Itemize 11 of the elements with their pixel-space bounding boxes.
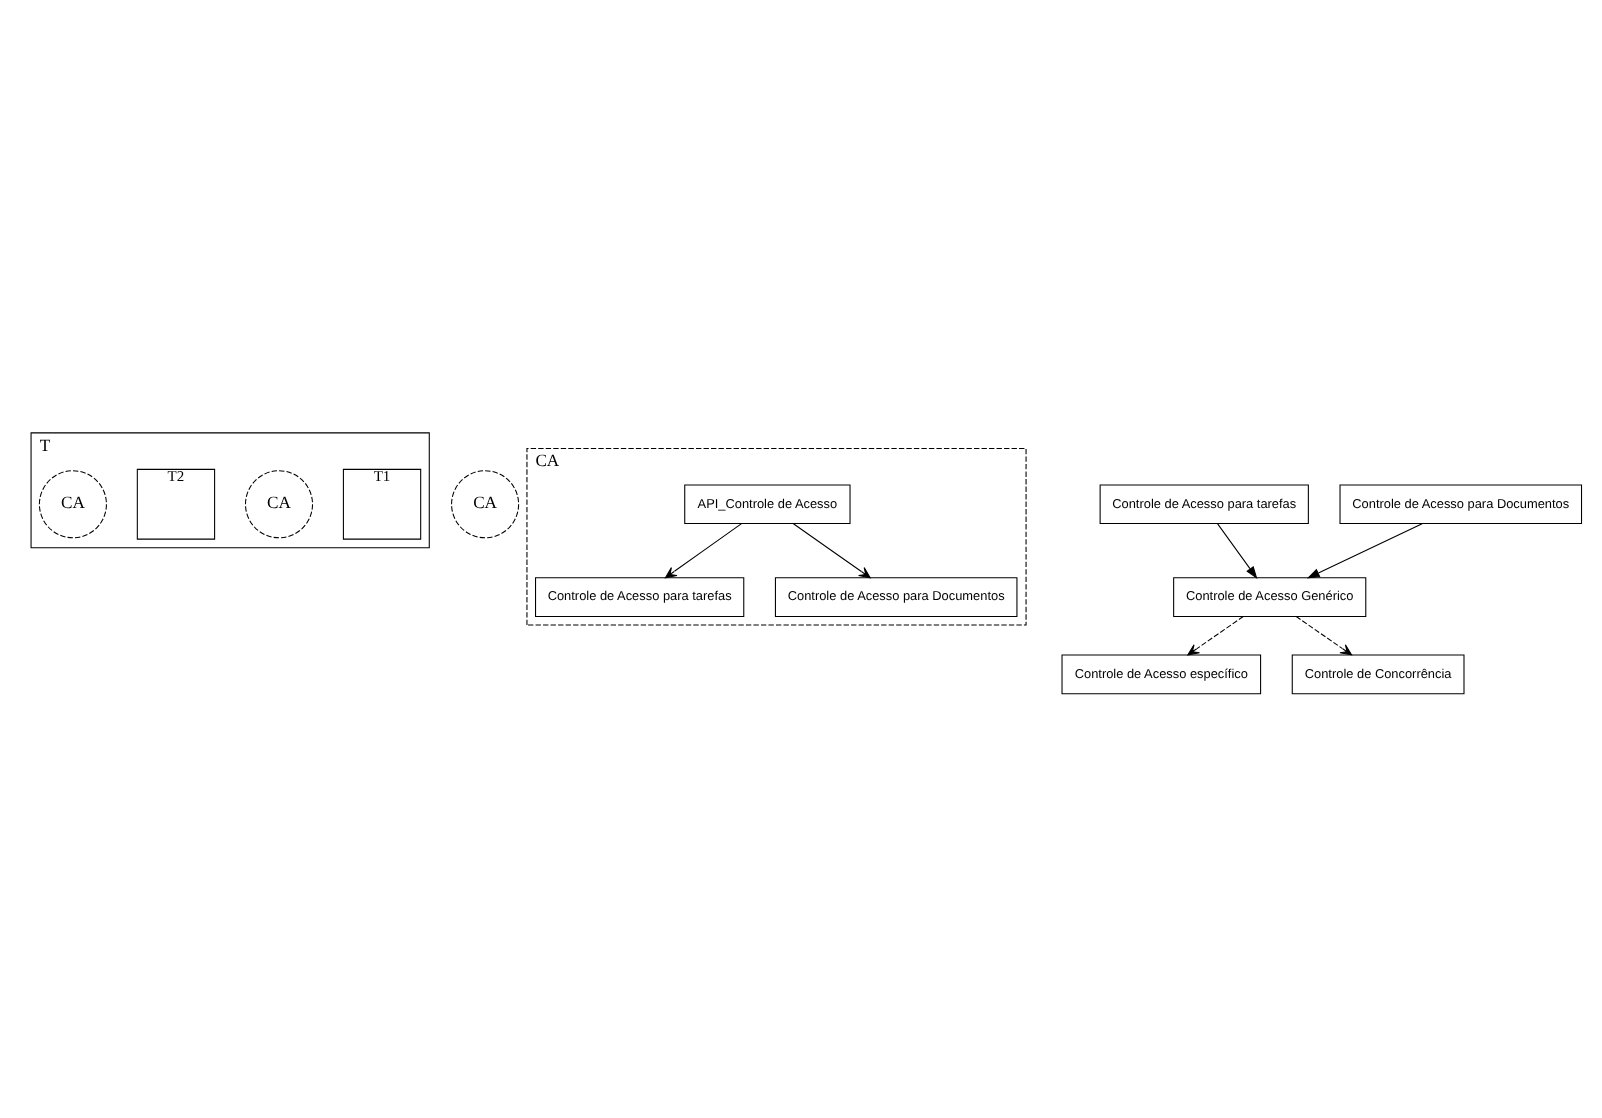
arrow [1305, 523, 1422, 579]
arrow [791, 523, 870, 579]
node-box: T1 [341, 468, 421, 540]
node-circle: CA [450, 470, 519, 539]
arrow [1186, 616, 1243, 656]
arrow [1294, 616, 1352, 656]
node-box: T2 [135, 468, 215, 540]
node-circle: CA [37, 470, 106, 539]
arrow [663, 523, 742, 579]
node-circle: CA [243, 470, 313, 539]
arrow [1215, 523, 1257, 580]
